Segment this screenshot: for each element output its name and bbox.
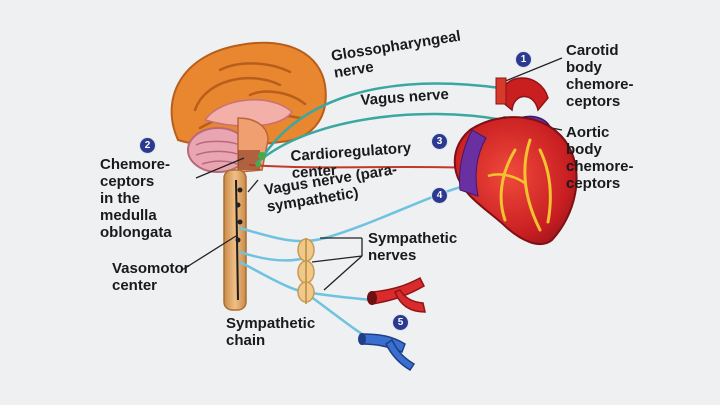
label-chemoreceptors-medulla: Chemore- ceptors in the medulla oblongat… bbox=[100, 156, 172, 241]
label-sympathetic-nerves: Sympathetic nerves bbox=[368, 230, 458, 264]
label-carotid-body-chemoreceptors: Carotid body chemore- ceptors bbox=[566, 42, 634, 110]
heart-body bbox=[453, 116, 578, 245]
label-aortic-body-chemoreceptors: Aortic body chemore- ceptors bbox=[566, 124, 634, 192]
badge-1: 1 bbox=[516, 52, 531, 67]
medulla-dark bbox=[238, 150, 260, 170]
badge-3: 3 bbox=[432, 134, 447, 149]
vein-illustration bbox=[358, 333, 416, 372]
badge-5: 5 bbox=[393, 315, 408, 330]
vena-cava bbox=[459, 129, 487, 197]
sympathetic-path-mid bbox=[238, 250, 307, 262]
vagus-sensory-nerve-path bbox=[256, 112, 505, 164]
brain-illustration bbox=[170, 41, 327, 173]
badge-2: 2 bbox=[140, 138, 155, 153]
nerve-pathways bbox=[238, 82, 505, 342]
label-vasomotor-center: Vasomotor center bbox=[112, 260, 190, 294]
heart-illustration bbox=[453, 77, 578, 245]
coronary-vessels bbox=[499, 138, 552, 232]
label-sympathetic-chain: Sympathetic chain bbox=[226, 315, 316, 349]
spinal-cord bbox=[223, 169, 247, 311]
artery-illustration bbox=[367, 276, 426, 313]
badge-4: 4 bbox=[432, 188, 447, 203]
aorta-arch bbox=[499, 77, 549, 112]
glossopharyngeal-nerve-path bbox=[260, 82, 502, 160]
vagus-parasympathetic-path bbox=[249, 164, 471, 169]
